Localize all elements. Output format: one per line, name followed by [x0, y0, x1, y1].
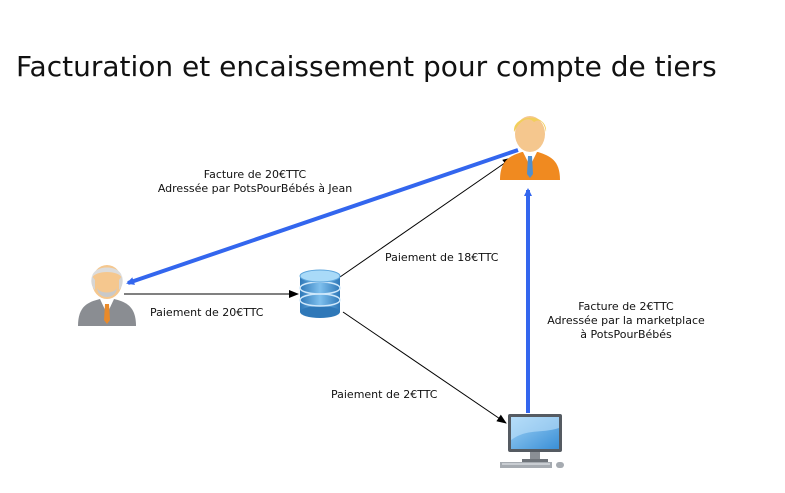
invoice-seller-label: Facture de 20€TTC Adressée par PotsPourB…: [150, 168, 360, 196]
invoice-marketplace-label: Facture de 2€TTC Adressée par la marketp…: [531, 300, 721, 342]
invoice-marketplace-line3: à PotsPourBébés: [580, 328, 672, 341]
businessman-icon: [500, 116, 560, 180]
invoice-seller-line2: Adressée par PotsPourBébés à Jean: [157, 182, 353, 195]
elderly-man-icon: [78, 265, 136, 326]
arrow-payment-escrow-to-seller: [339, 157, 513, 278]
invoice-seller-line1: Facture de 20€TTC: [203, 168, 307, 181]
arrow-invoice-seller-to-buyer: [126, 148, 519, 285]
invoice-marketplace-line2: Adressée par la marketplace: [547, 314, 705, 327]
page-title: Facturation et encaissement pour compte …: [16, 50, 717, 83]
arrow-payment-escrow-to-marketplace: [342, 311, 507, 424]
computer-icon: [500, 414, 564, 468]
payment-buyer-label: Paiement de 20€TTC: [150, 306, 264, 319]
payment-marketplace-label: Paiement de 2€TTC: [331, 388, 438, 401]
invoice-marketplace-line1: Facture de 2€TTC: [578, 300, 674, 313]
database-icon: [299, 269, 341, 318]
payment-seller-label: Paiement de 18€TTC: [385, 251, 499, 264]
